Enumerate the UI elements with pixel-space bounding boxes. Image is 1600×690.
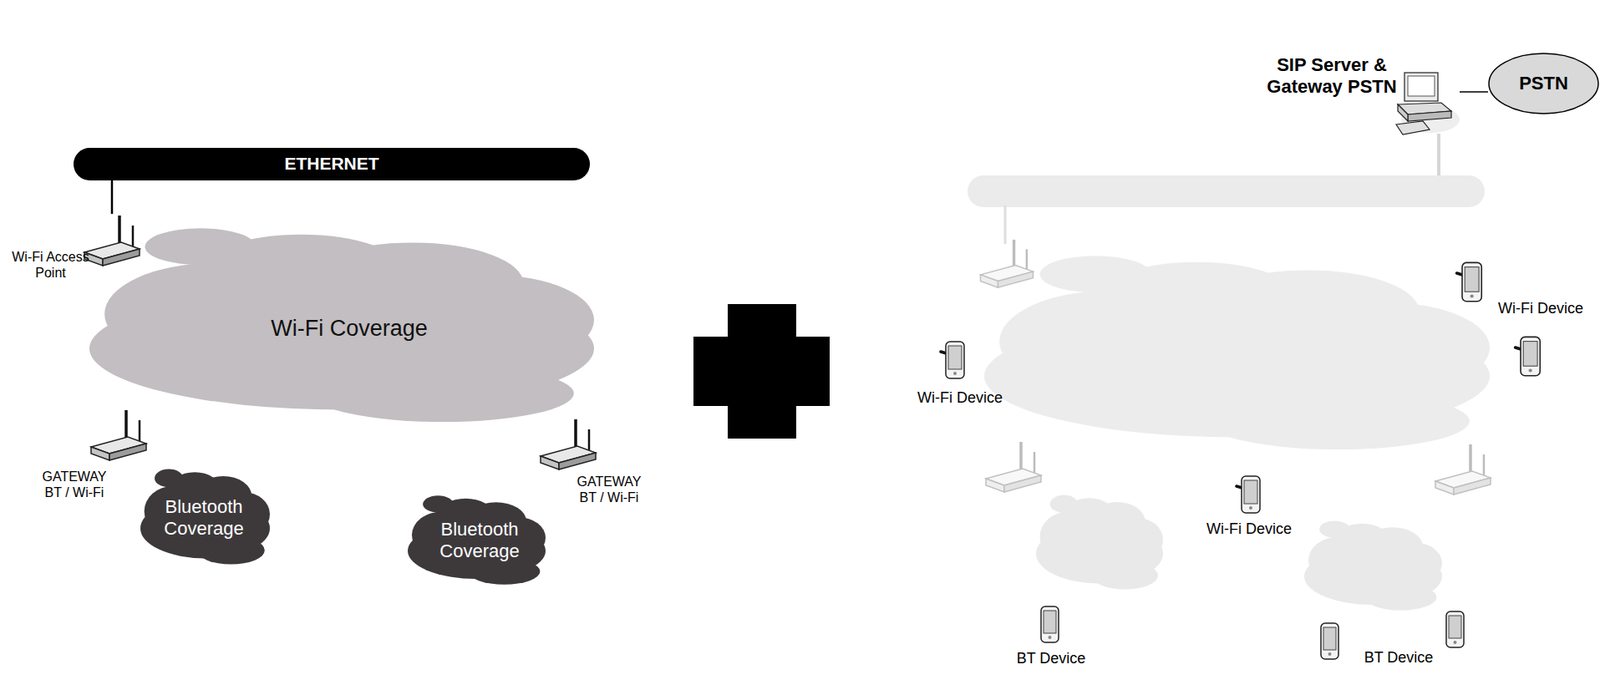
bluetooth-coverage-cloud: Bluetooth Coverage xyxy=(140,466,270,567)
computer-icon xyxy=(1396,72,1460,135)
cloud-shape xyxy=(140,469,270,565)
device-label: BT Device xyxy=(1364,650,1434,667)
bt-wifi-gateway: GATEWAY BT / Wi-Fi xyxy=(538,411,598,480)
node-label: ETHERNET xyxy=(73,147,590,181)
faded-router xyxy=(1435,444,1491,495)
wifi-device-icon xyxy=(1236,476,1260,514)
faded-wire xyxy=(1004,205,1007,244)
network-link xyxy=(111,180,114,214)
bt-device-icon xyxy=(1041,606,1059,643)
bluetooth-coverage-cloud: Bluetooth Coverage xyxy=(407,492,546,587)
sip-server: SIP Server & Gateway PSTN xyxy=(1392,69,1460,138)
node-label: GATEWAY BT / Wi-Fi xyxy=(36,467,112,503)
node-label: Wi-Fi Access Point xyxy=(11,247,90,285)
node-label: SIP Server & Gateway PSTN xyxy=(1260,50,1403,102)
router-icon xyxy=(91,410,147,461)
wifi-device-icon xyxy=(940,341,965,379)
node-label: PSTN xyxy=(1488,52,1600,115)
device-label: BT Device xyxy=(1016,650,1087,668)
faded-wire xyxy=(1437,133,1441,178)
bt-wifi-gateway-outline xyxy=(89,402,148,470)
bar-shape xyxy=(73,147,590,181)
wifi-device-icon xyxy=(1457,262,1483,301)
node-label: Bluetooth Coverage xyxy=(433,515,526,566)
access-point-outline xyxy=(81,213,143,270)
ethernet-bar: ETHERNET xyxy=(73,147,590,181)
device-label: Wi-Fi Device xyxy=(917,390,1003,407)
router-icon xyxy=(84,215,140,266)
network-link xyxy=(1459,91,1489,93)
bt-wifi-gateway: GATEWAY BT / Wi-Fi xyxy=(89,402,148,470)
faded-router xyxy=(985,441,1042,493)
plus-sign xyxy=(693,336,830,407)
bt-device-icon xyxy=(1446,611,1464,648)
faded-bt-cloud xyxy=(1304,520,1443,610)
access-point: Wi-Fi Access Point xyxy=(81,213,143,270)
device-label: Wi-Fi Device xyxy=(1206,521,1292,539)
bt-wifi-gateway-outline xyxy=(538,411,598,480)
faded-ethernet-bar xyxy=(967,175,1485,208)
cloud-shape xyxy=(407,495,546,585)
node-label: Wi-Fi Coverage xyxy=(223,312,475,346)
wifi-device-icon xyxy=(1515,336,1541,376)
ellipse-shape xyxy=(1488,53,1599,114)
wifi-coverage-cloud: Wi-Fi Coverage xyxy=(89,222,595,427)
device-label: Wi-Fi Device xyxy=(1498,300,1584,318)
node-label: GATEWAY BT / Wi-Fi xyxy=(571,472,647,508)
cloud-shape xyxy=(89,228,595,422)
pstn-network: PSTN xyxy=(1488,52,1600,115)
faded-wifi-cloud xyxy=(984,255,1490,450)
bt-device-icon xyxy=(1320,623,1339,660)
sip-server-outline xyxy=(1392,69,1460,138)
faded-bt-cloud xyxy=(1036,495,1164,590)
node-label: Bluetooth Coverage xyxy=(157,492,250,544)
router-icon xyxy=(540,419,596,470)
faded-router xyxy=(980,239,1034,288)
